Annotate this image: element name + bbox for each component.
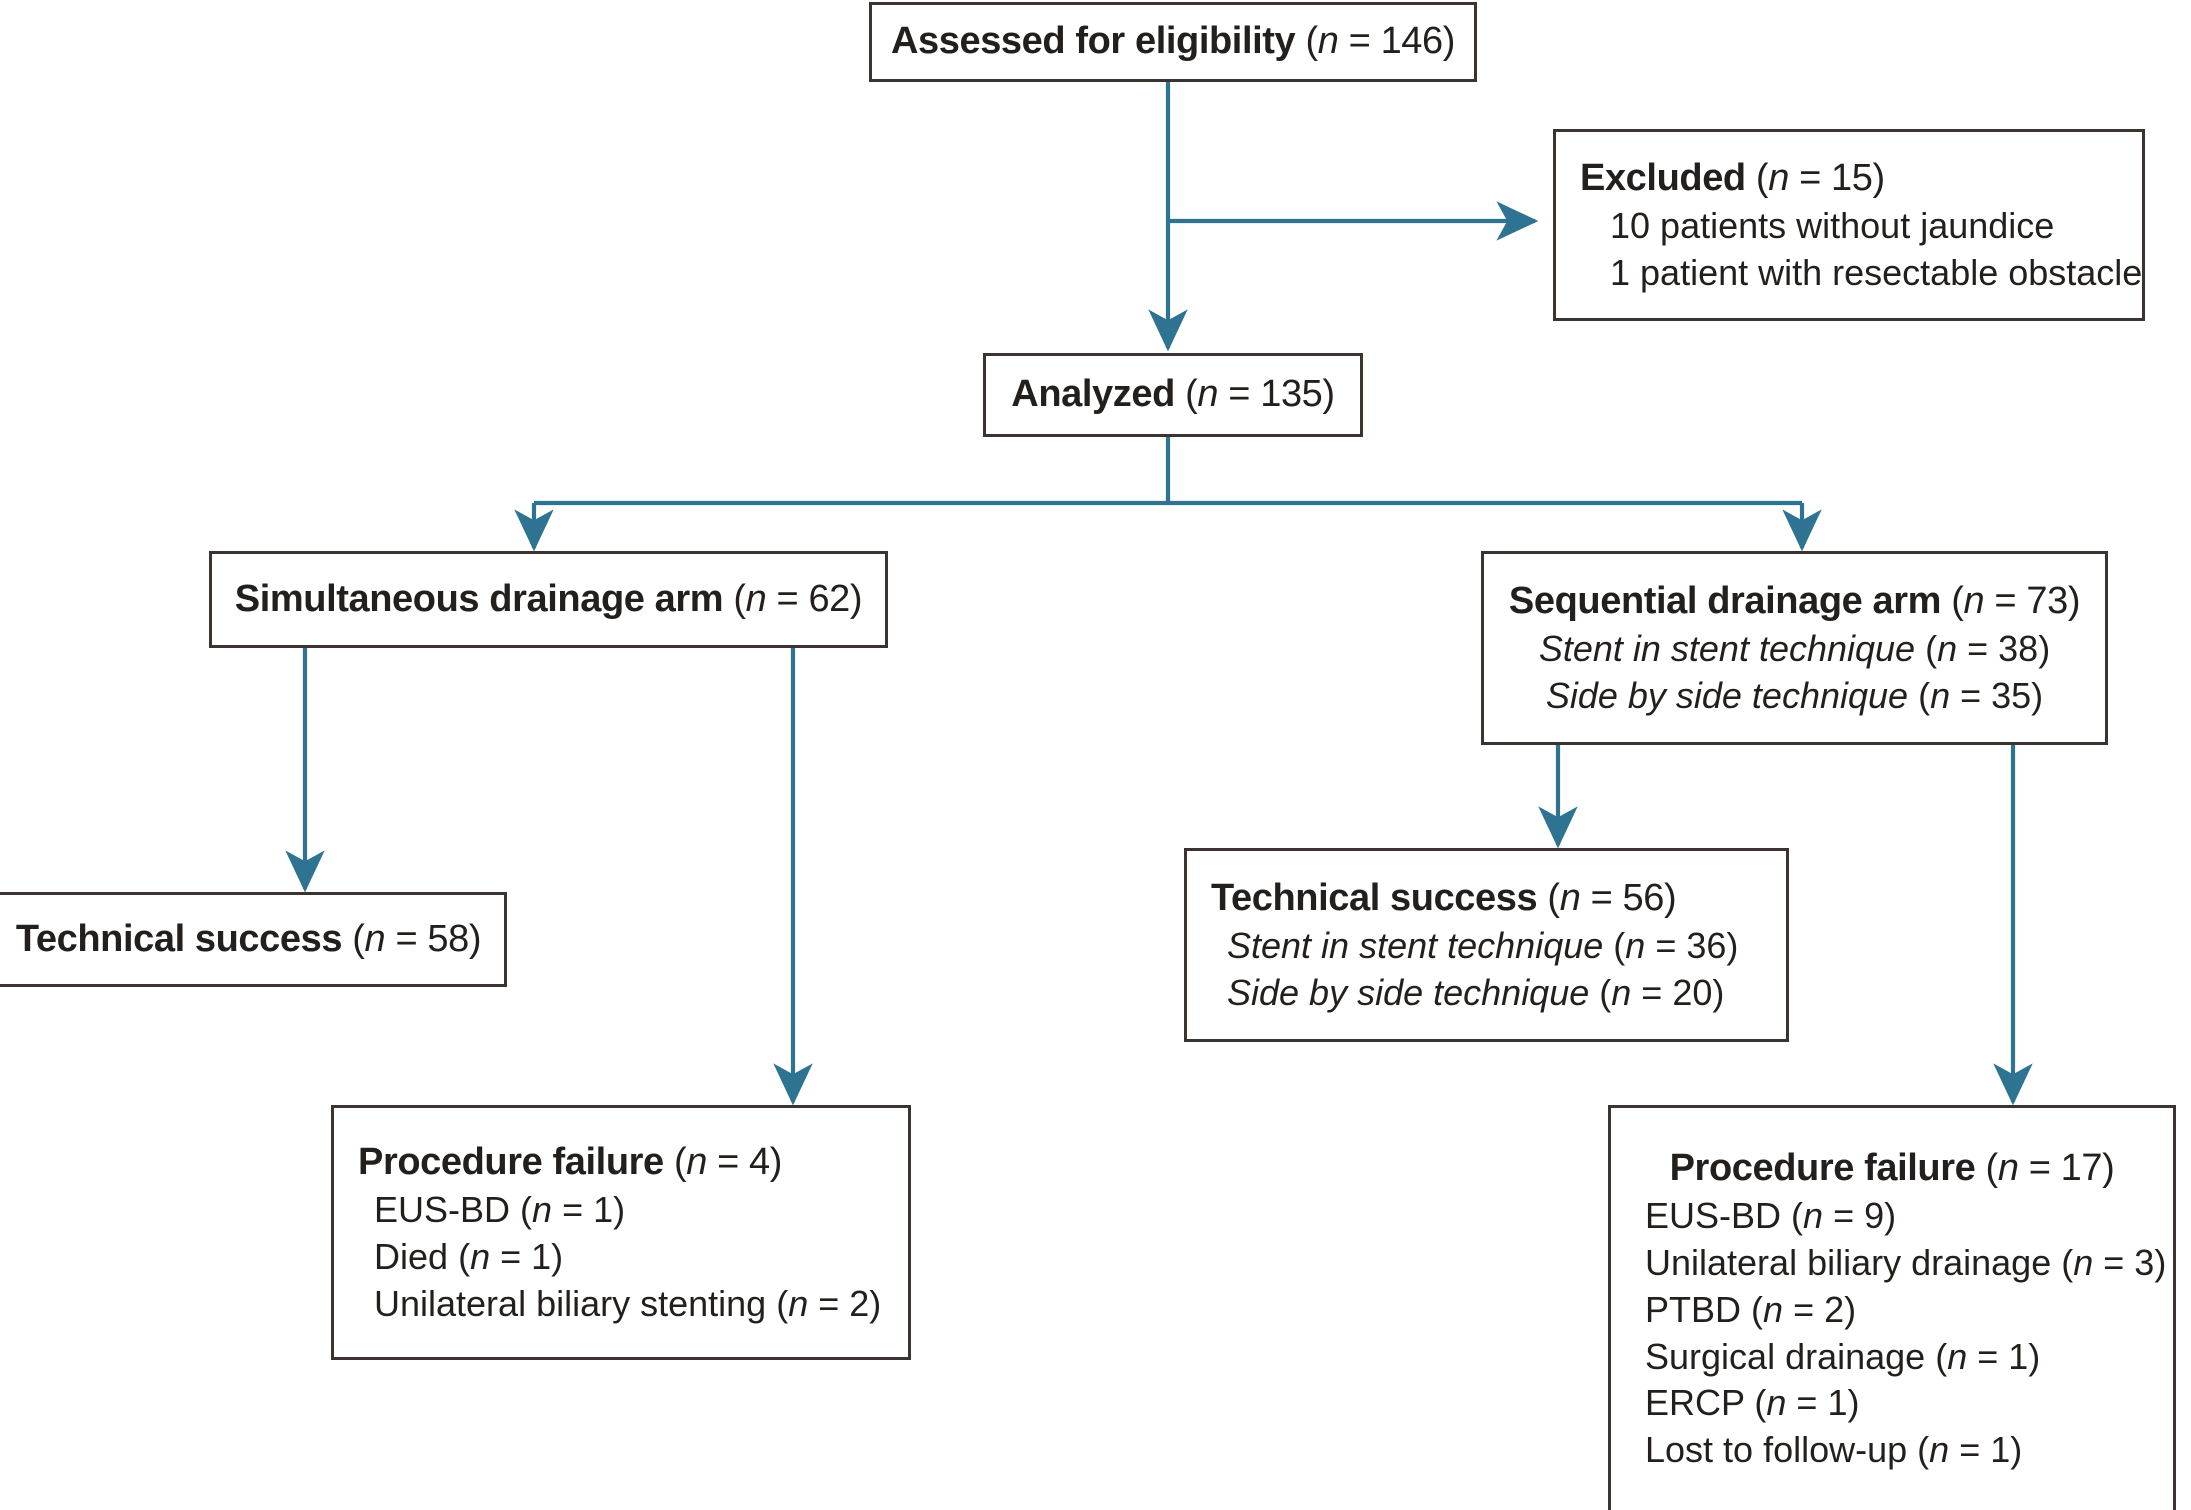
node-assessed-title: Assessed for eligibility (n = 146) bbox=[890, 20, 1456, 63]
procedure-failure-right-item-5: Lost to follow-up (n = 1) bbox=[1645, 1429, 2023, 1471]
node-sequential-title: Sequential drainage arm (n = 73) bbox=[1508, 579, 2081, 622]
technical-success-right-item-0: Stent in stent technique (n = 36) bbox=[1227, 924, 1739, 966]
node-analyzed: Analyzed (n = 135) bbox=[983, 353, 1363, 437]
excluded-count: 15 bbox=[1831, 156, 1873, 199]
node-assessed-for-eligibility: Assessed for eligibility (n = 146) bbox=[869, 2, 1477, 82]
sequential-item-0: Stent in stent technique (n = 38) bbox=[1538, 627, 2051, 669]
node-technical-success-right-title: Technical success (n = 56) bbox=[1211, 876, 1677, 919]
analyzed-count: 135 bbox=[1260, 373, 1323, 416]
technical-success-right-count: 56 bbox=[1622, 876, 1665, 919]
simultaneous-count: 62 bbox=[808, 577, 850, 620]
technical-success-left-count: 58 bbox=[427, 917, 469, 960]
node-sequential-drainage-arm: Sequential drainage arm (n = 73) Stent i… bbox=[1481, 551, 2108, 745]
node-technical-success-left: Technical success (n = 58) bbox=[0, 892, 507, 987]
assessed-count: 146 bbox=[1380, 20, 1444, 63]
procedure-failure-right-item-0: EUS-BD (n = 9) bbox=[1645, 1195, 1897, 1237]
node-procedure-failure-left: Procedure failure (n = 4) EUS-BD (n = 1)… bbox=[331, 1105, 911, 1360]
excluded-item-0: 10 patients without jaundice bbox=[1610, 204, 2055, 246]
node-procedure-failure-left-title: Procedure failure (n = 4) bbox=[358, 1140, 783, 1183]
excluded-item-1: 1 patient with resectable obstacle bbox=[1610, 251, 2143, 293]
procedure-failure-right-item-4: ERCP (n = 1) bbox=[1645, 1382, 1860, 1424]
procedure-failure-left-item-1: Died (n = 1) bbox=[374, 1235, 564, 1277]
procedure-failure-right-item-1: Unilateral biliary drainage (n = 3) bbox=[1645, 1242, 2167, 1284]
node-excluded-title: Excluded (n = 15) bbox=[1580, 156, 1885, 199]
sequential-count: 73 bbox=[2026, 579, 2068, 622]
node-simultaneous-drainage-arm: Simultaneous drainage arm (n = 62) bbox=[209, 551, 888, 648]
node-procedure-failure-right-title: Procedure failure (n = 17) bbox=[1669, 1146, 2115, 1189]
node-technical-success-left-title: Technical success (n = 58) bbox=[15, 917, 482, 960]
procedure-failure-left-count: 4 bbox=[749, 1140, 770, 1183]
node-analyzed-title: Analyzed (n = 135) bbox=[1011, 373, 1335, 416]
sequential-item-1: Side by side technique (n = 35) bbox=[1545, 674, 2044, 716]
node-procedure-failure-right: Procedure failure (n = 17) EUS-BD (n = 9… bbox=[1608, 1105, 2176, 1510]
technical-success-right-item-1: Side by side technique (n = 20) bbox=[1227, 971, 1725, 1013]
node-excluded: Excluded (n = 15) 10 patients without ja… bbox=[1553, 129, 2145, 321]
procedure-failure-left-item-2: Unilateral biliary stenting (n = 2) bbox=[374, 1282, 882, 1324]
node-technical-success-right: Technical success (n = 56) Stent in sten… bbox=[1184, 848, 1789, 1042]
procedure-failure-right-item-2: PTBD (n = 2) bbox=[1645, 1288, 1857, 1330]
node-simultaneous-title: Simultaneous drainage arm (n = 62) bbox=[234, 577, 863, 620]
procedure-failure-left-item-0: EUS-BD (n = 1) bbox=[374, 1189, 626, 1230]
procedure-failure-right-count: 17 bbox=[2060, 1146, 2103, 1189]
procedure-failure-right-item-3: Surgical drainage (n = 1) bbox=[1645, 1335, 2041, 1377]
